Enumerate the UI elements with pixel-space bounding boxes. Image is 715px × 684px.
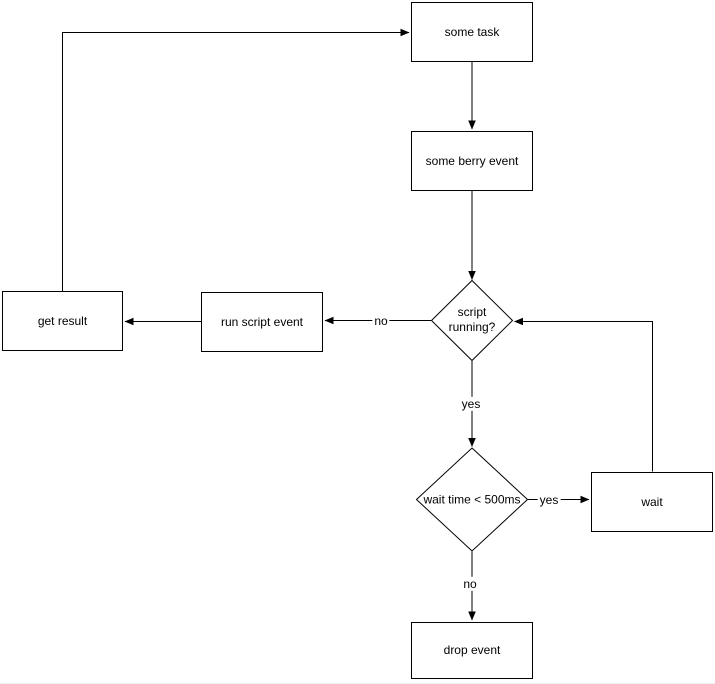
edge-label-no-wait-time: no <box>461 576 479 592</box>
node-drop-event-label: drop event <box>443 643 501 658</box>
node-some-task: some task <box>411 2 533 62</box>
edge-label-yes-wait-time: yes <box>537 492 561 508</box>
node-get-result: get result <box>2 291 123 351</box>
node-wait-label: wait <box>641 494 663 509</box>
node-script-running-label: script running? <box>448 305 496 334</box>
node-wait-time-label: wait time < 500ms <box>423 492 521 507</box>
node-some-berry-event-label: some berry event <box>425 153 519 168</box>
node-some-berry-event: some berry event <box>411 131 533 191</box>
node-wait: wait <box>591 472 713 532</box>
node-run-script-event: run script event <box>201 292 323 352</box>
node-drop-event: drop event <box>411 622 533 679</box>
edge-wait-to-script-running <box>514 317 653 472</box>
node-wait-time-shape <box>415 447 529 552</box>
edge-label-no-script-running: no <box>372 313 390 329</box>
node-script-running-shape <box>430 279 514 362</box>
edge-label-yes-script-running: yes <box>459 396 483 412</box>
edge-get-result-to-some-task <box>62 28 410 291</box>
node-run-script-event-label: run script event <box>220 314 304 329</box>
node-some-task-label: some task <box>444 24 500 39</box>
node-get-result-label: get result <box>37 313 88 328</box>
